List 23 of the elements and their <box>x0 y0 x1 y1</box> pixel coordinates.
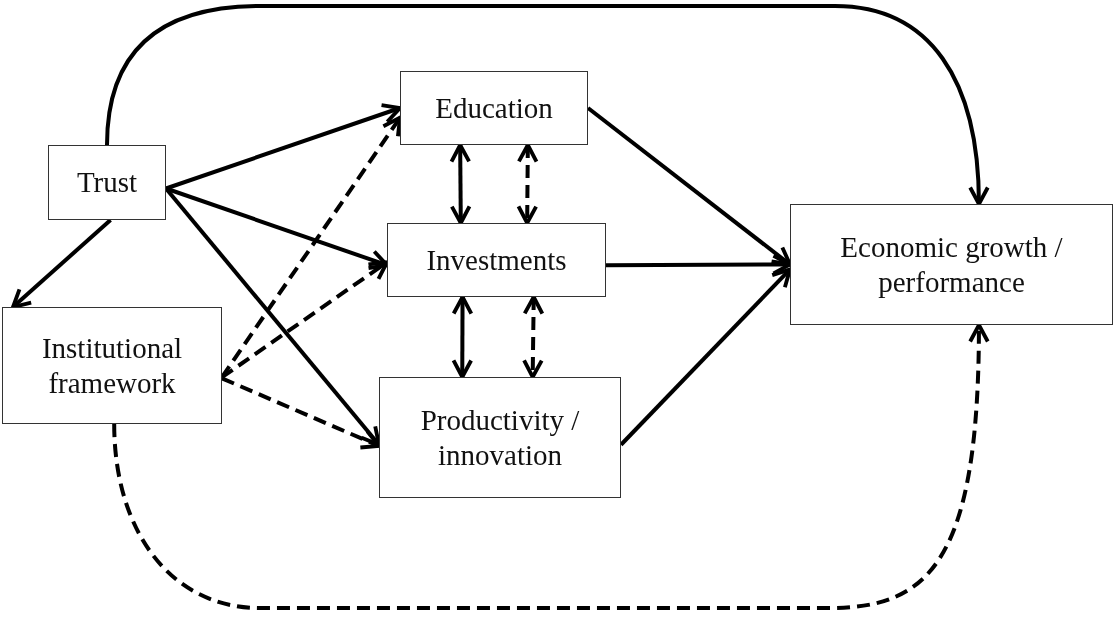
dashed-arrow <box>112 323 990 610</box>
arrow <box>105 4 990 206</box>
node-label: Education <box>435 90 553 126</box>
arrow <box>11 218 112 309</box>
node-label: Economic growth / performance <box>839 229 1064 300</box>
concept-box <box>48 145 166 220</box>
node-label: Productivity / innovation <box>419 402 581 473</box>
arrow <box>619 267 792 447</box>
dashed-arrow <box>221 376 381 450</box>
concept-box <box>379 377 621 498</box>
node-label: Trust <box>76 165 138 200</box>
concept-box <box>2 307 222 424</box>
node-label: Investments <box>426 242 567 278</box>
arrow <box>449 143 472 225</box>
concept-box <box>387 223 606 297</box>
arrow <box>606 253 792 276</box>
dashed-arrow <box>516 143 539 225</box>
concept-box <box>400 71 588 145</box>
dashed-arrow <box>522 295 545 379</box>
concept-box <box>790 204 1113 325</box>
node-label: Institutional framework <box>40 330 184 401</box>
arrow <box>165 103 402 191</box>
arrow <box>451 295 474 379</box>
